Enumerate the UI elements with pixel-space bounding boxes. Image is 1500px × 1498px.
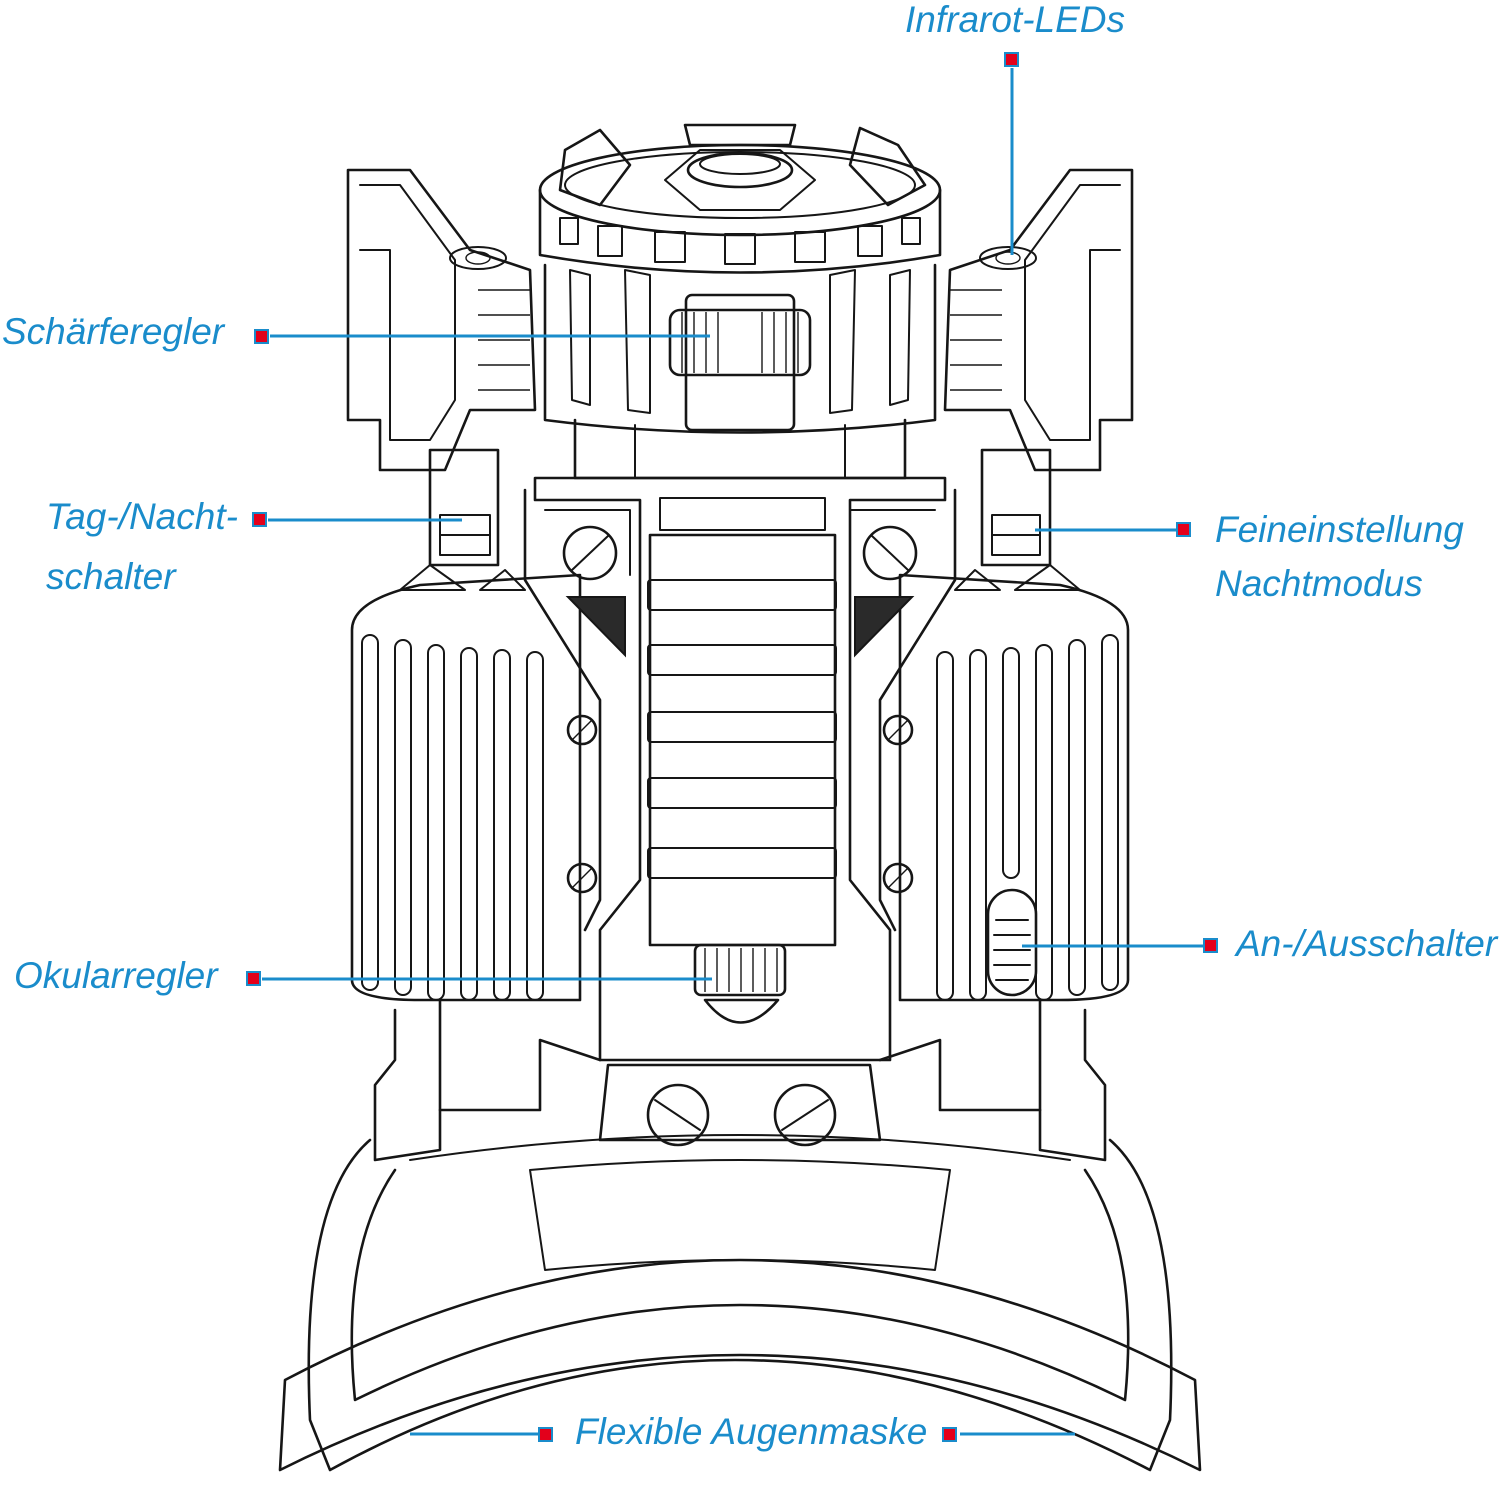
marker-infrared-leds xyxy=(1004,52,1019,67)
marker-eye-mask-left xyxy=(538,1427,553,1442)
marker-day-night-switch xyxy=(252,512,267,527)
label-night-mode-fine-tuning-line1: Feineinstellung xyxy=(1215,509,1464,550)
label-flexible-eye-mask: Flexible Augenmaske xyxy=(575,1411,928,1452)
marker-night-mode-fine-tuning xyxy=(1176,522,1191,537)
callout-lines xyxy=(262,68,1204,1436)
right-bracket xyxy=(943,168,1134,567)
label-focus-control: Schärferegler xyxy=(2,311,225,352)
marker-focus-control xyxy=(254,329,269,344)
marker-eye-mask-right xyxy=(942,1427,957,1442)
label-day-night-switch-line1: Tag-/Nacht- xyxy=(46,496,238,537)
eye-mask xyxy=(278,1134,1202,1472)
label-night-mode-fine-tuning-line2: Nachtmodus xyxy=(1215,563,1423,604)
label-day-night-switch-line2: schalter xyxy=(46,556,176,597)
label-infrared-leds: Infrarot-LEDs xyxy=(905,0,1126,40)
marker-eyepiece-control xyxy=(246,971,261,986)
right-barrel xyxy=(898,564,1130,1002)
marker-power-switch xyxy=(1203,938,1218,953)
left-bracket xyxy=(346,168,537,567)
objective-lens xyxy=(538,123,942,480)
label-eyepiece-control: Okularregler xyxy=(14,955,218,996)
central-body xyxy=(523,476,957,1062)
label-power-switch: An-/Ausschalter xyxy=(1236,923,1498,964)
left-barrel xyxy=(350,564,582,1002)
lower-body xyxy=(373,998,1107,1162)
